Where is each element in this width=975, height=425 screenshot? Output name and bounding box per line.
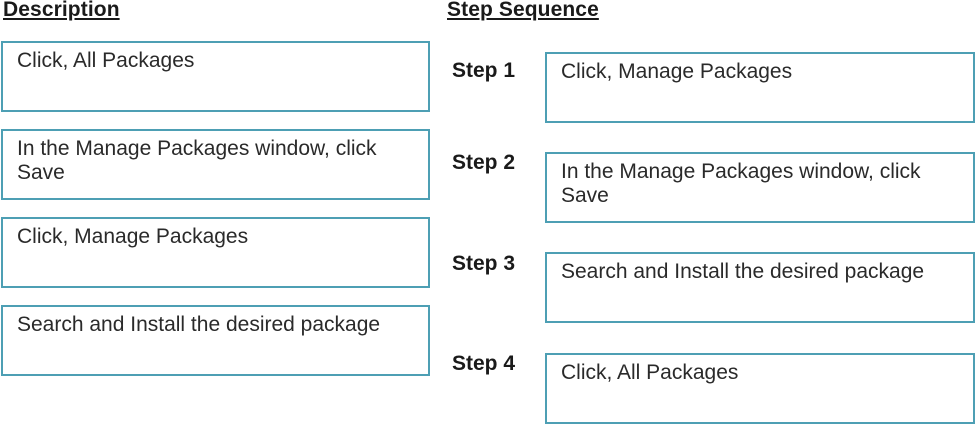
step-4-label: Step 4 (452, 352, 516, 375)
step-1-label: Step 1 (452, 59, 516, 82)
step-1-slot[interactable]: Click, Manage Packages (545, 52, 975, 123)
description-item-1[interactable]: Click, All Packages (1, 41, 430, 112)
step-2-slot[interactable]: In the Manage Packages window, click Sav… (545, 152, 975, 223)
step-3-label: Step 3 (452, 252, 516, 275)
step-3-slot[interactable]: Search and Install the desired package (545, 252, 975, 323)
step-sequence-heading: Step Sequence (447, 0, 599, 21)
description-heading: Description (3, 0, 120, 21)
description-item-4[interactable]: Search and Install the desired package (1, 305, 430, 376)
description-item-3[interactable]: Click, Manage Packages (1, 217, 430, 288)
step-4-slot[interactable]: Click, All Packages (545, 353, 975, 424)
description-item-2[interactable]: In the Manage Packages window, click Sav… (1, 129, 430, 200)
step-2-label: Step 2 (452, 151, 516, 174)
